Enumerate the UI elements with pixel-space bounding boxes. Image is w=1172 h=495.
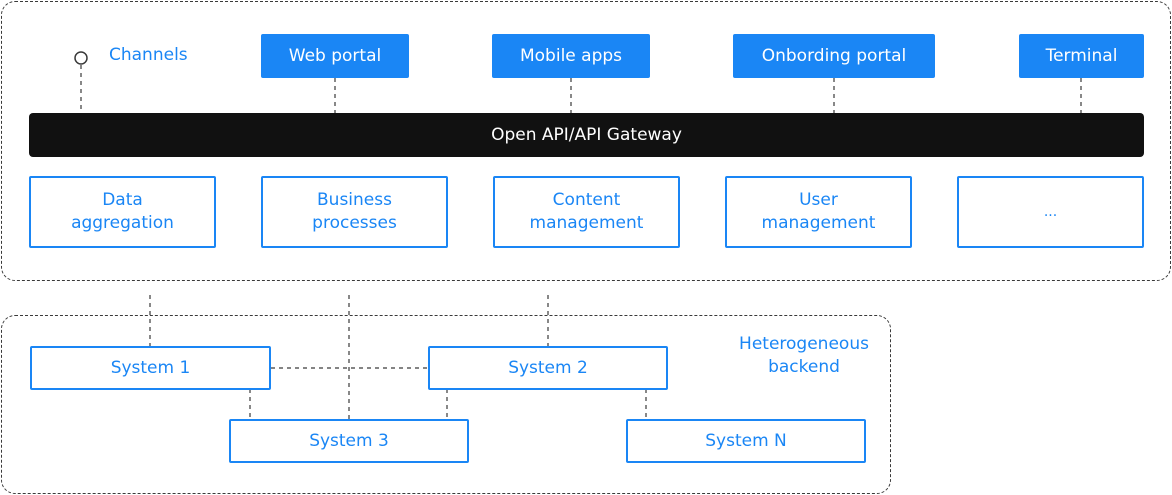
channel-onboarding-portal[interactable]: Onbording portal xyxy=(733,34,935,78)
channels-label: Channels xyxy=(109,45,188,65)
module-label-line2: processes xyxy=(312,213,397,233)
channel-mobile-apps[interactable]: Mobile apps xyxy=(492,34,650,78)
module-more[interactable]: ... xyxy=(957,176,1144,248)
channel-terminal[interactable]: Terminal xyxy=(1019,34,1144,78)
channel-web-portal[interactable]: Web portal xyxy=(261,34,409,78)
module-label-line1: Data xyxy=(102,190,143,210)
module-label-line2: management xyxy=(529,213,644,233)
module-user-management[interactable]: User management xyxy=(725,176,912,248)
backend-label-line1: Heterogeneous xyxy=(739,334,869,354)
module-label-line2: management xyxy=(761,213,876,233)
api-gateway-bar[interactable]: Open API/API Gateway xyxy=(29,113,1144,157)
system-2[interactable]: System 2 xyxy=(428,346,668,390)
system-1[interactable]: System 1 xyxy=(30,346,271,390)
module-label-line1: ... xyxy=(1043,203,1058,220)
module-business-processes[interactable]: Business processes xyxy=(261,176,448,248)
backend-frame xyxy=(1,315,891,494)
module-label-line2: aggregation xyxy=(71,213,174,233)
platform-frame xyxy=(1,1,1171,281)
module-content-management[interactable]: Content management xyxy=(493,176,680,248)
module-data-aggregation[interactable]: Data aggregation xyxy=(29,176,216,248)
module-label-line1: Content xyxy=(552,190,621,210)
system-3[interactable]: System 3 xyxy=(229,419,469,463)
module-label-line1: User xyxy=(799,190,838,210)
backend-label: Heterogeneous backend xyxy=(714,333,894,379)
module-label-line1: Business xyxy=(317,190,392,210)
backend-label-line2: backend xyxy=(768,357,840,377)
channels-interface-icon xyxy=(74,51,88,65)
system-n[interactable]: System N xyxy=(626,419,866,463)
